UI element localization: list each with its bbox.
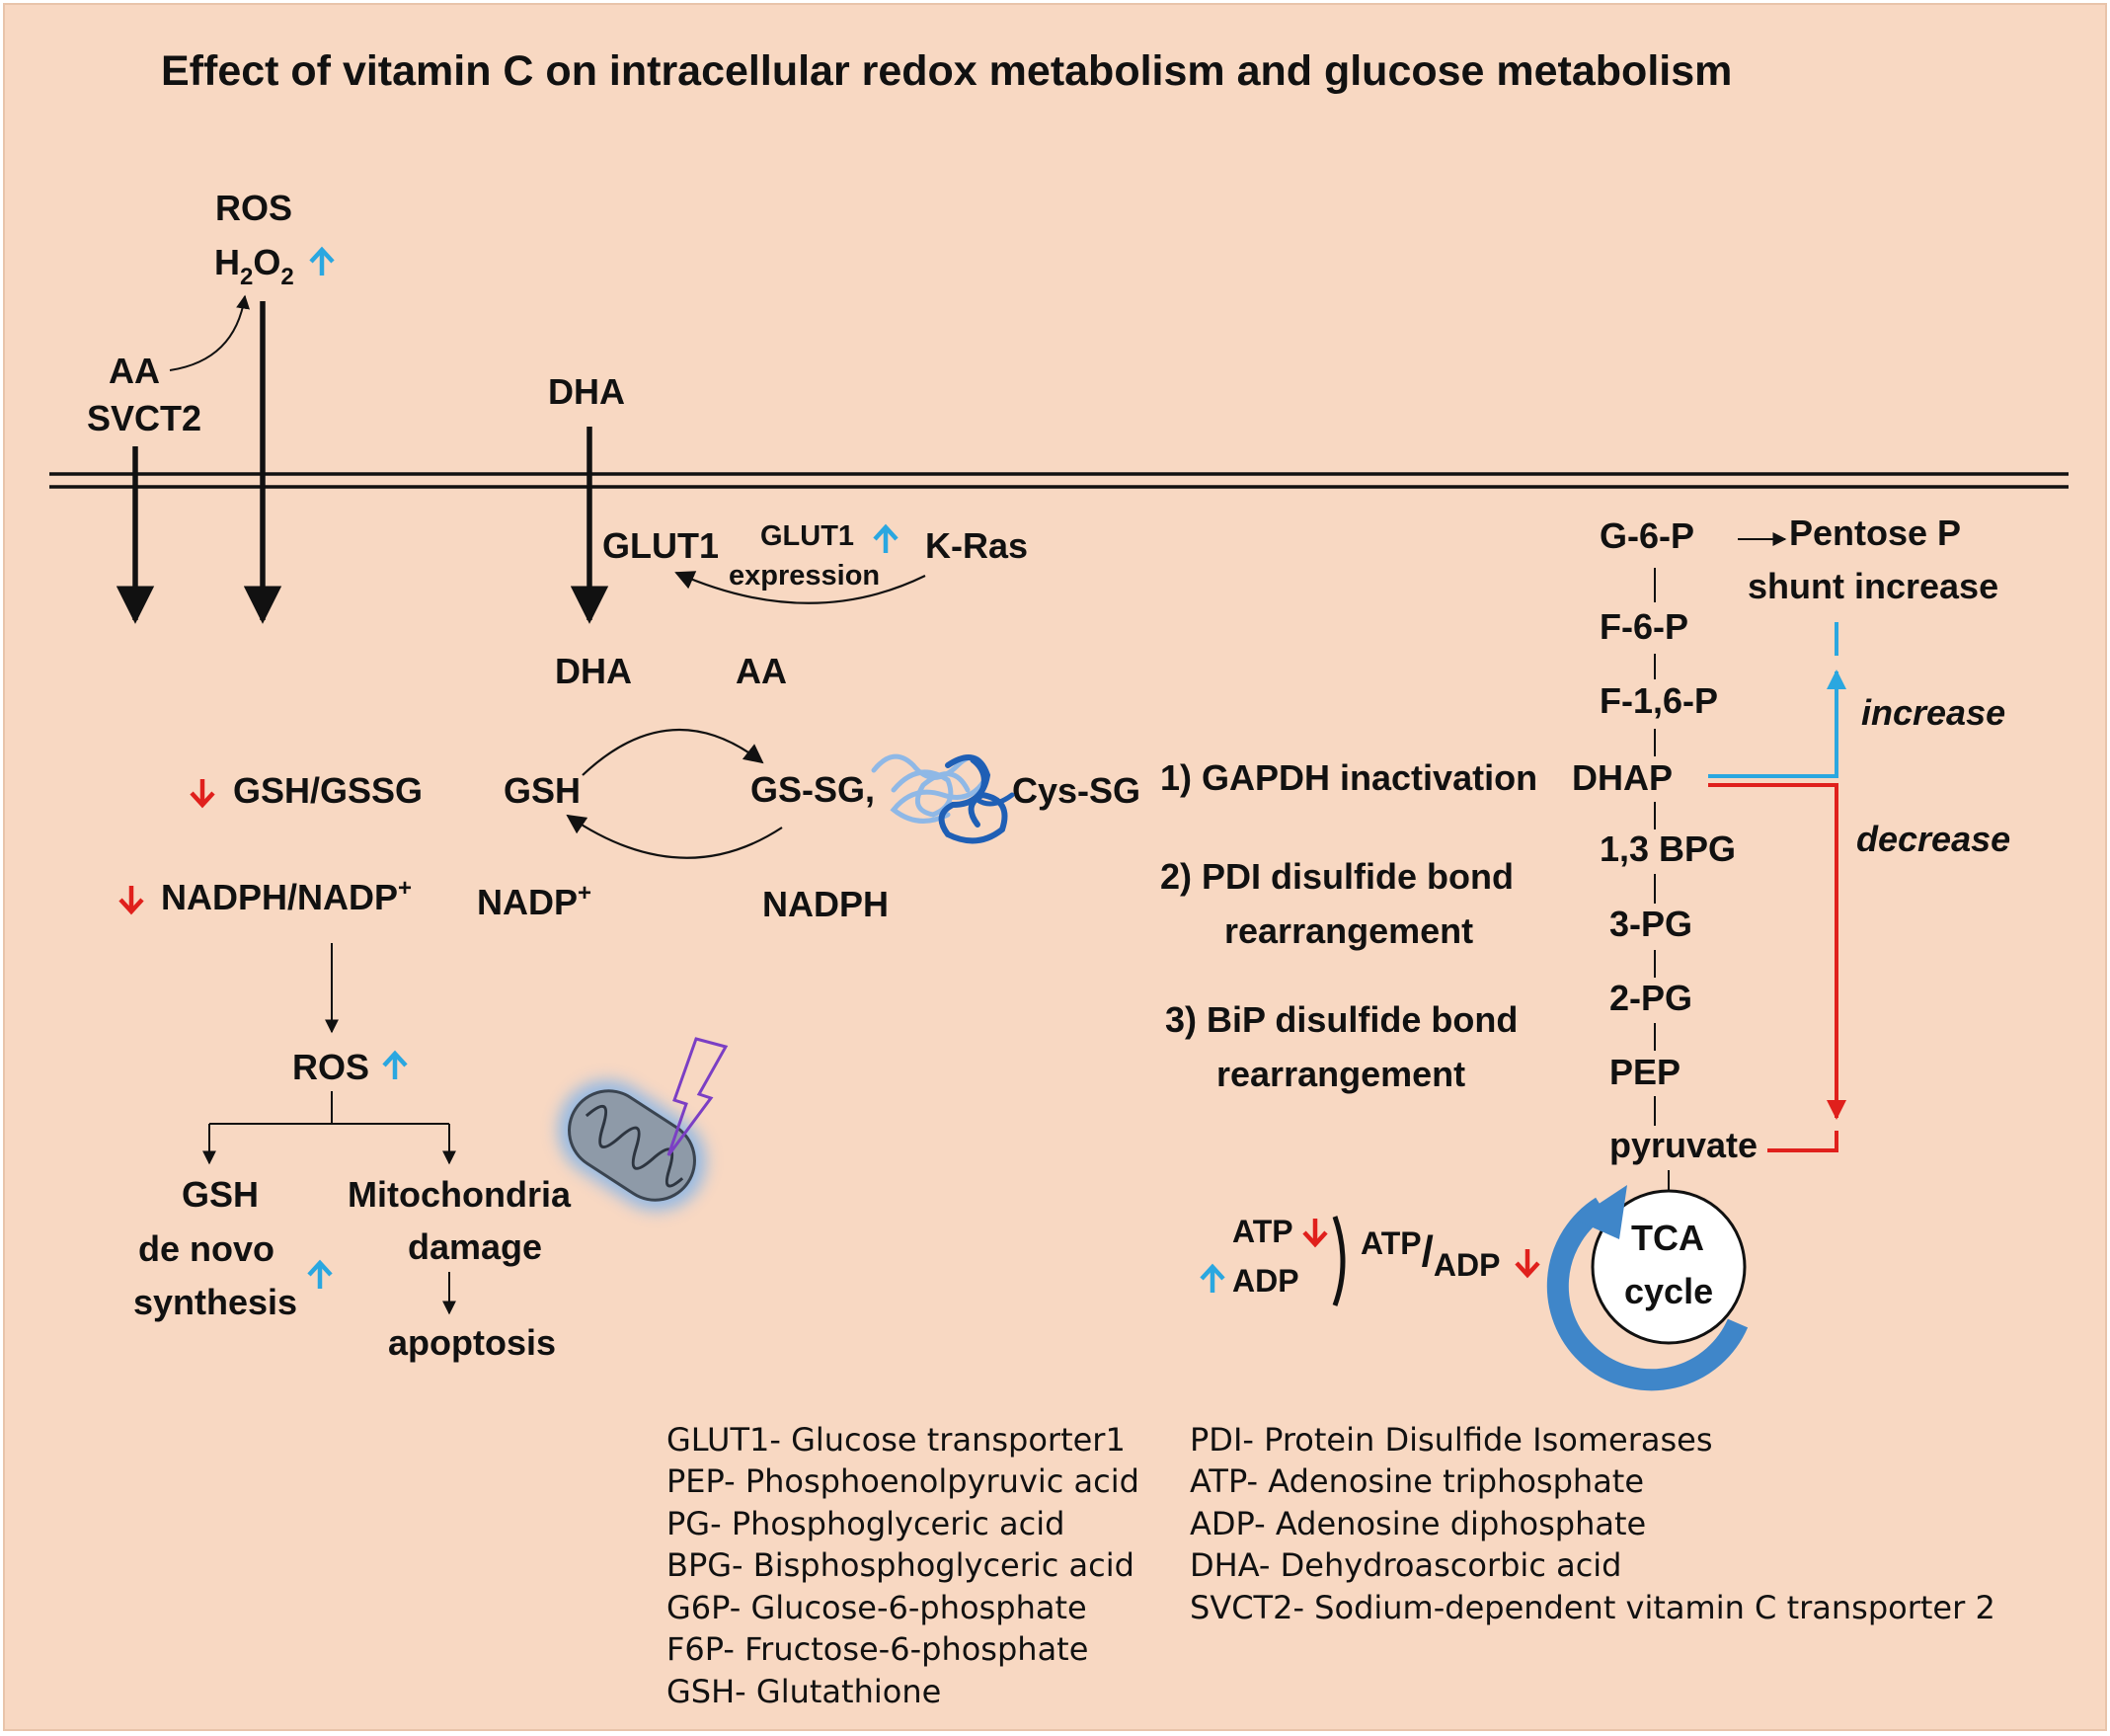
mitochondria-label-line1: Mitochondria — [348, 1174, 572, 1215]
expression-label: expression — [729, 560, 880, 592]
dha-label-top: DHA — [548, 371, 625, 412]
legend-item: DHA- Dehydroascorbic acid — [1190, 1546, 1621, 1584]
background-panel — [3, 3, 2107, 1731]
svct2-label: SVCT2 — [87, 398, 201, 438]
legend-left: GLUT1- Glucose transporter1 PEP- Phospho… — [666, 1421, 1139, 1710]
increase-label: increase — [1861, 692, 2005, 733]
legend-item: GLUT1- Glucose transporter1 — [666, 1421, 1126, 1459]
aa-label: AA — [109, 351, 160, 391]
ros-label: ROS — [292, 1047, 369, 1087]
legend-item: F6P- Fructose-6-phosphate — [666, 1630, 1088, 1668]
ros-label-top: ROS — [215, 188, 292, 228]
ros-branch-arrows — [202, 1091, 456, 1165]
phosphoenolpyruvate-label: PEP — [1609, 1052, 1680, 1092]
glut1-small-label: GLUT1 — [760, 520, 854, 552]
pentose-label-line1: Pentose P — [1789, 513, 1961, 553]
adp-label: ADP — [1232, 1263, 1299, 1299]
tca-label-line1: TCA — [1631, 1218, 1704, 1258]
legend-item: ATP- Adenosine triphosphate — [1190, 1462, 1644, 1500]
transport-arrows — [116, 301, 609, 624]
kras-to-glut1-arrow — [674, 571, 926, 604]
effect-bip-line1: 3) BiP disulfide bond — [1165, 999, 1518, 1040]
nadph-nadp-label: NADPH/NADP+ — [161, 875, 412, 917]
gsh-synthesis-line3: synthesis — [133, 1282, 297, 1322]
fructose-16-bisphosphate-label: F-1,6-P — [1600, 680, 1718, 721]
effect-pdi-line1: 2) PDI disulfide bond — [1160, 856, 1514, 897]
decrease-path-arrow — [1708, 783, 1846, 1120]
legend-right: PDI- Protein Disulfide Isomerases ATP- A… — [1190, 1421, 1995, 1626]
legend-item: BPG- Bisphosphoglyceric acid — [666, 1546, 1134, 1584]
2-phosphoglycerate-label: 2-PG — [1609, 978, 1692, 1018]
nadph-label: NADPH — [762, 884, 889, 924]
gsh-synthesis-line2: de novo — [138, 1228, 274, 1269]
effect-gapdh: 1) GAPDH inactivation — [1160, 757, 1537, 798]
glut1-label: GLUT1 — [602, 525, 719, 566]
effect-pdi-line2: rearrangement — [1224, 910, 1473, 951]
gsh-label: GSH — [504, 770, 581, 811]
dhap-label: DHAP — [1572, 757, 1673, 798]
legend-item: ADP- Adenosine diphosphate — [1190, 1505, 1646, 1542]
h2o2-label: H2O2 — [214, 242, 294, 290]
lightning-icon — [666, 1037, 729, 1156]
legend-item: PEP- Phosphoenolpyruvic acid — [666, 1462, 1139, 1500]
atp-adp-ratio: ATP/ADP — [1361, 1225, 1500, 1283]
pyruvate-label: pyruvate — [1609, 1125, 1758, 1165]
tca-label-line2: cycle — [1624, 1271, 1713, 1311]
legend-item: GSH- Glutathione — [666, 1673, 941, 1710]
gsh-gssg-label: GSH/GSSG — [233, 770, 423, 811]
legend-item: PDI- Protein Disulfide Isomerases — [1190, 1421, 1712, 1459]
legend-item: PG- Phosphoglyceric acid — [666, 1505, 1064, 1542]
increase-path-arrow — [1708, 670, 1846, 778]
cell-membrane — [49, 472, 2069, 489]
3-phosphoglycerate-label: 3-PG — [1609, 904, 1692, 944]
kras-label: K-Ras — [925, 525, 1028, 566]
bisphosphoglycerate-label: 1,3 BPG — [1600, 829, 1736, 869]
bracket-icon — [1332, 1216, 1346, 1306]
mitochondria-label-line2: damage — [408, 1226, 542, 1267]
dha-label: DHA — [555, 651, 632, 691]
gssg-label: GS-SG, — [750, 769, 875, 810]
gsh-synthesis-line1: GSH — [182, 1174, 259, 1215]
decrease-path-to-pyruvate — [1767, 1131, 1838, 1152]
gsh-to-gssg-arrow — [582, 728, 764, 776]
nadp-label: NADP+ — [477, 880, 591, 922]
pentose-label-line2: shunt increase — [1748, 566, 1998, 606]
legend-item: SVCT2- Sodium-dependent vitamin C transp… — [1190, 1589, 1995, 1626]
legend-item: G6P- Glucose-6-phosphate — [666, 1589, 1087, 1626]
mitochondrion-icon — [557, 1079, 707, 1212]
effect-bip-line2: rearrangement — [1216, 1054, 1465, 1094]
aa-to-h2o2-arrow — [169, 294, 250, 371]
atp-label: ATP — [1232, 1214, 1293, 1249]
glucose-6-phosphate-label: G-6-P — [1600, 515, 1694, 556]
diagram-title: Effect of vitamin C on intracellular red… — [161, 47, 1732, 95]
cys-sg-label: Cys-SG — [1012, 770, 1140, 811]
decrease-label: decrease — [1856, 819, 2010, 859]
fructose-6-phosphate-label: F-6-P — [1600, 606, 1688, 647]
apoptosis-label: apoptosis — [388, 1322, 556, 1363]
protein-icon — [871, 753, 1015, 844]
aa-product-label: AA — [736, 651, 787, 691]
tca-cycle-icon — [1546, 1170, 1749, 1391]
gssg-to-gsh-arrow — [566, 814, 783, 859]
